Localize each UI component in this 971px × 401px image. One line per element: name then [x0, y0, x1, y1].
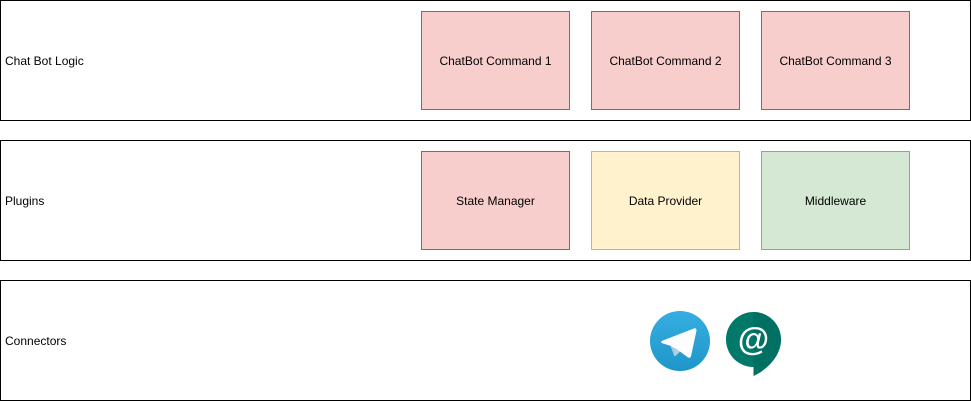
svg-text:@: @: [738, 321, 769, 357]
node-label: ChatBot Command 3: [779, 53, 892, 68]
node-state-manager[interactable]: State Manager: [421, 151, 570, 250]
node-label: Data Provider: [628, 193, 703, 208]
node-chatbot-command-1[interactable]: ChatBot Command 1: [421, 11, 570, 110]
layer-label-connectors: Connectors: [5, 333, 67, 348]
google-chat-icon[interactable]: @: [725, 311, 782, 377]
node-chatbot-command-3[interactable]: ChatBot Command 3: [761, 11, 910, 110]
layer-plugins: Plugins State Manager Data Provider Midd…: [0, 140, 971, 261]
node-label: Middleware: [804, 193, 867, 208]
layer-connectors: Connectors @: [0, 280, 971, 401]
layer-label-plugins: Plugins: [5, 193, 45, 208]
node-chatbot-command-2[interactable]: ChatBot Command 2: [591, 11, 740, 110]
node-label: ChatBot Command 1: [439, 53, 552, 68]
node-label: ChatBot Command 2: [609, 53, 722, 68]
node-data-provider[interactable]: Data Provider: [591, 151, 740, 250]
layer-label-chat-bot-logic: Chat Bot Logic: [5, 53, 84, 68]
node-middleware[interactable]: Middleware: [761, 151, 910, 250]
telegram-icon[interactable]: [650, 311, 710, 371]
node-label: State Manager: [456, 193, 535, 208]
layer-chat-bot-logic: Chat Bot Logic ChatBot Command 1 ChatBot…: [0, 0, 971, 121]
